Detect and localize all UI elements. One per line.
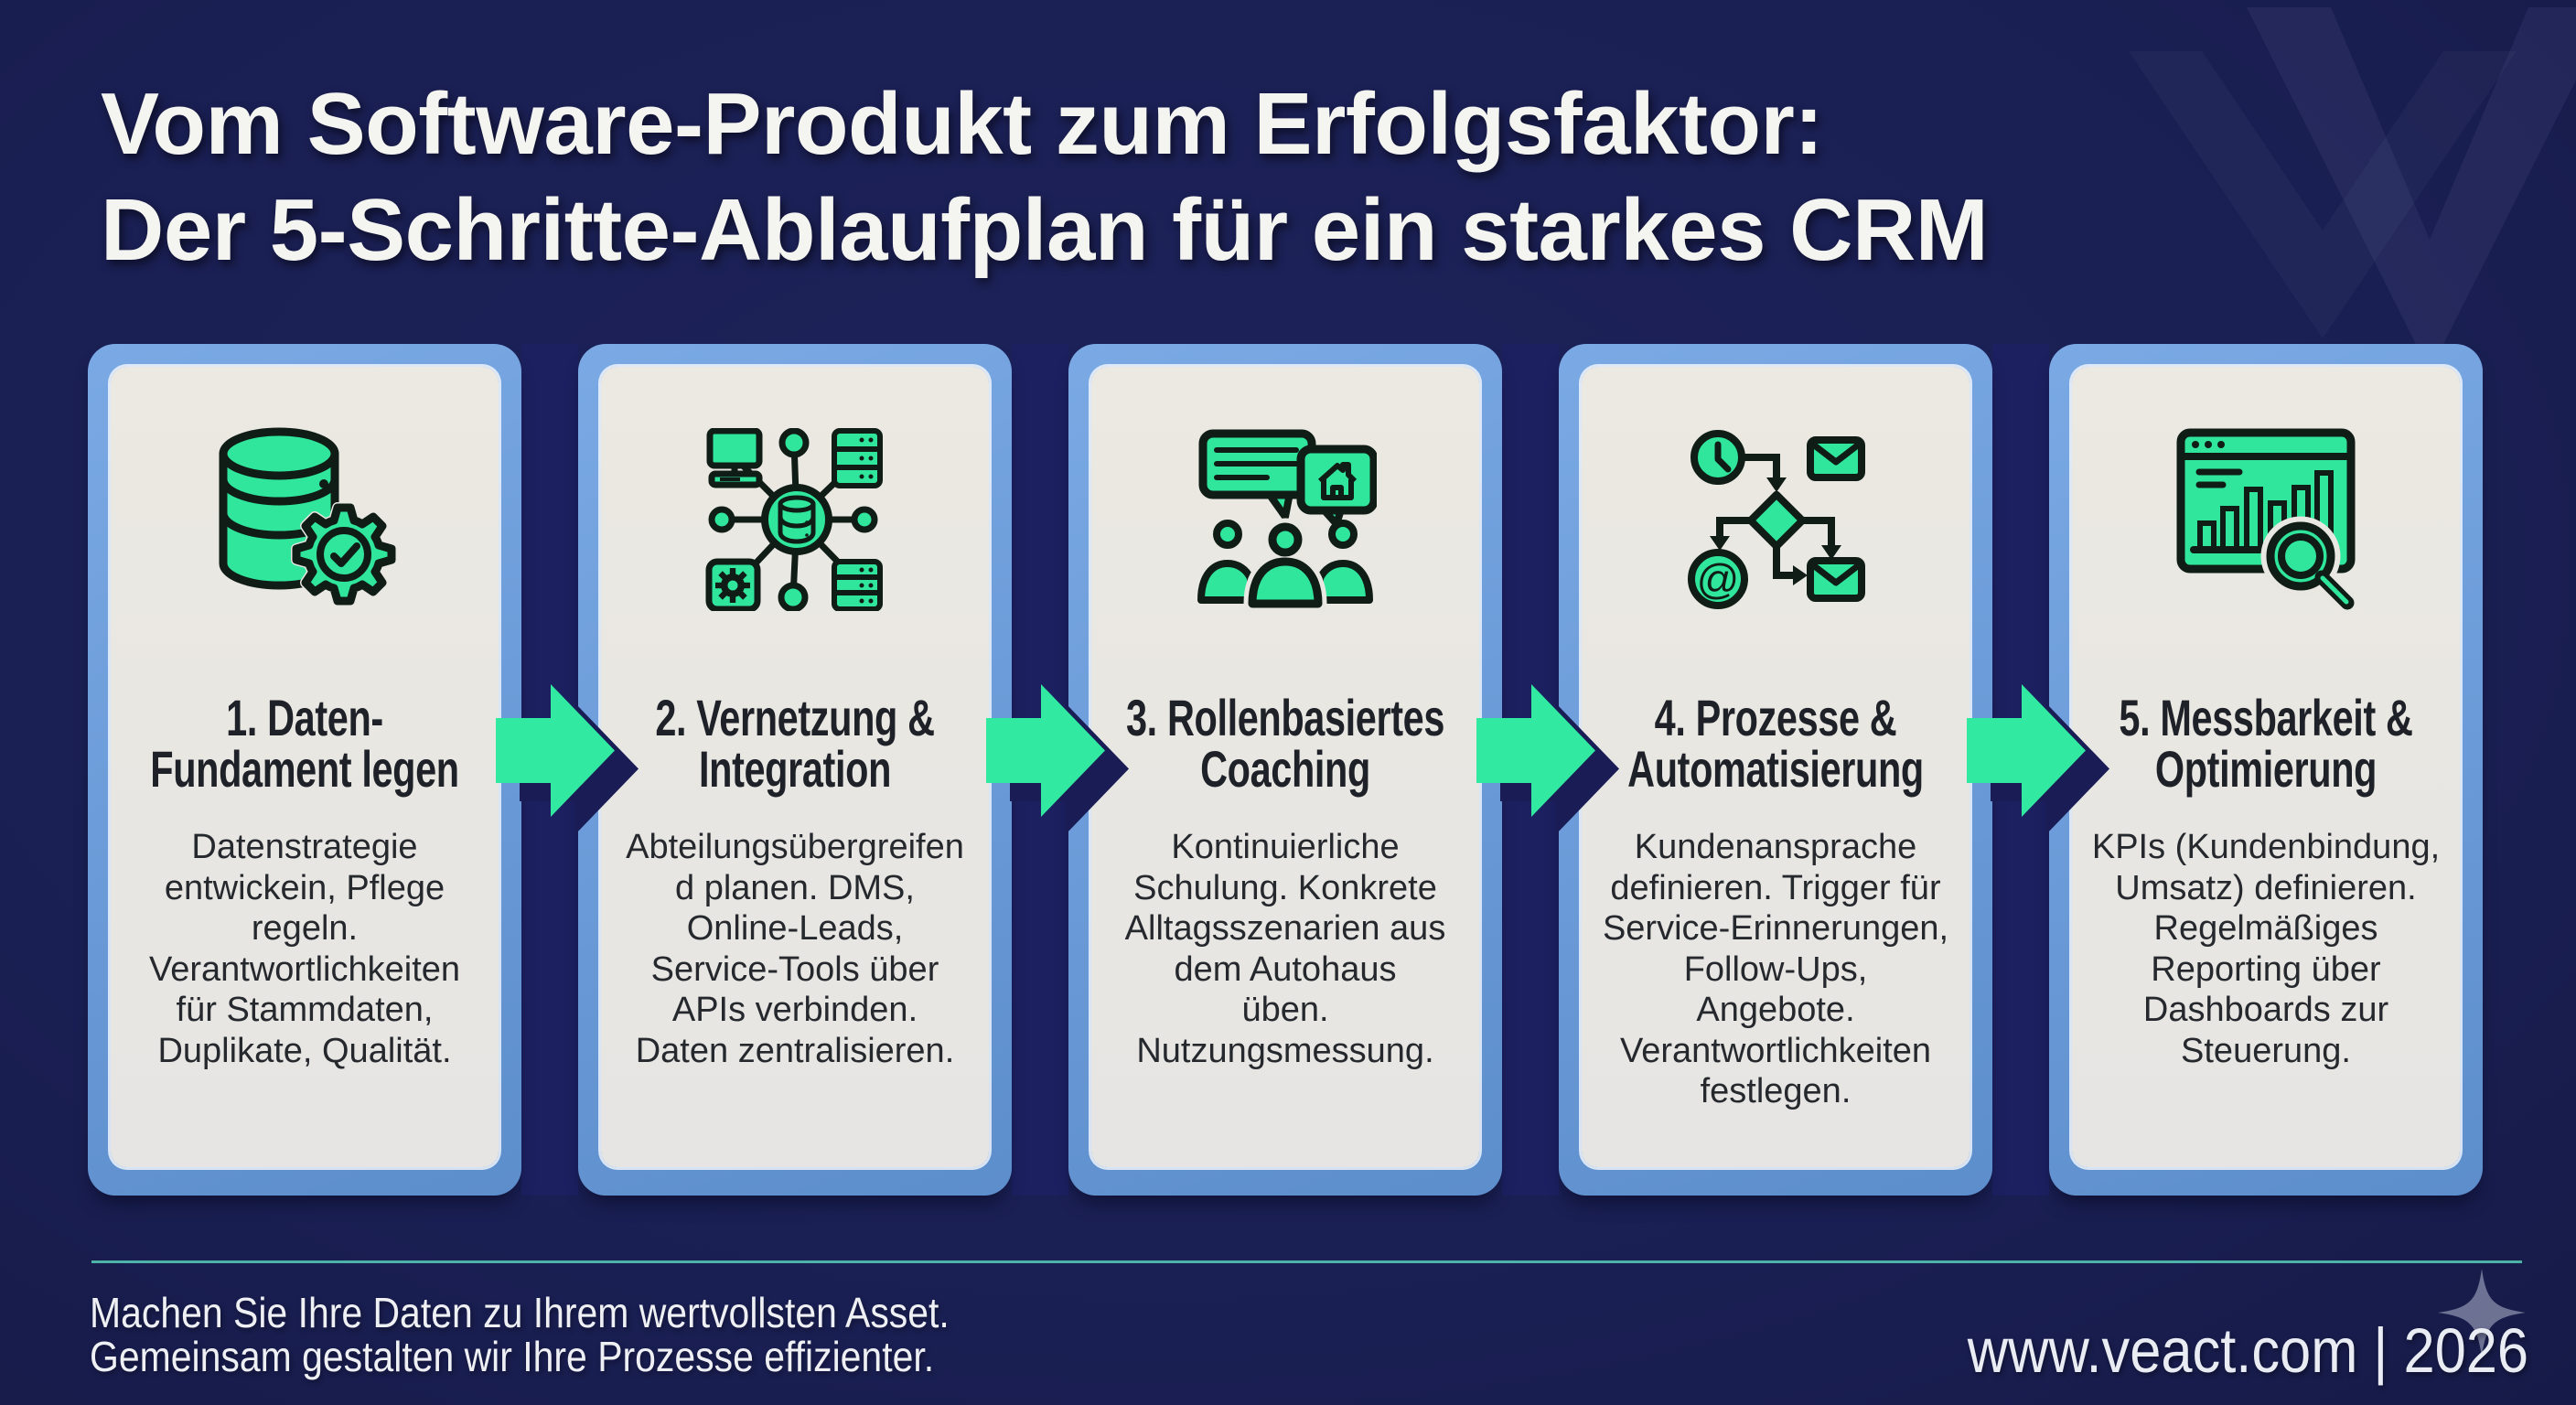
svg-text:@: @	[1697, 555, 1740, 603]
